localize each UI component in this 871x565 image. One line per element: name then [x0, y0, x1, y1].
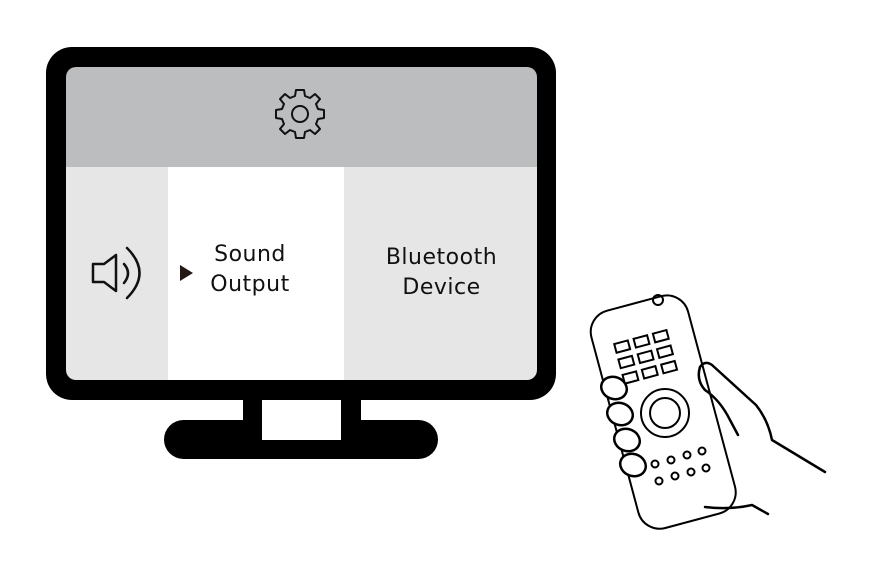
label-line: Device: [402, 275, 481, 300]
gear-icon[interactable]: [275, 89, 325, 139]
tv-screen: [66, 67, 537, 380]
menu-item-bluetooth-device[interactable]: [344, 167, 537, 380]
number-keys: [613, 328, 679, 385]
label-line: Output: [210, 272, 290, 297]
tv-stand: [164, 390, 438, 459]
power-button: [652, 294, 664, 306]
menu-item-sound-output-label[interactable]: Sound Output: [195, 240, 305, 300]
remote-control[interactable]: [586, 290, 741, 533]
menu-header: [66, 67, 537, 167]
dpad-ring: [640, 388, 690, 438]
label-line: Sound: [214, 242, 286, 267]
play-triangle-icon: [180, 265, 193, 281]
label-line: Bluetooth: [385, 245, 498, 270]
menu-item-bluetooth-device-label[interactable]: Bluetooth Device: [364, 243, 519, 303]
menu-item-sound-output[interactable]: [168, 167, 344, 380]
speaker-icon[interactable]: [91, 246, 141, 300]
small-buttons: [650, 446, 711, 486]
dpad-ok-button: [649, 397, 681, 429]
hand: [599, 361, 827, 516]
